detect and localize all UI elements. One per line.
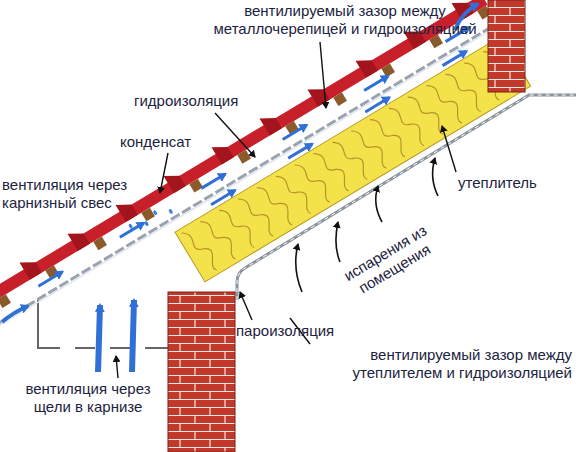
callout-label: конденсат xyxy=(120,133,230,151)
condensate-drop xyxy=(168,208,173,214)
air-flow xyxy=(365,98,389,112)
callout-label: вентилируемый зазор между металлочерепиц… xyxy=(200,2,490,38)
vapour-arrow xyxy=(336,222,340,262)
tile-step xyxy=(20,255,42,279)
air-flow xyxy=(120,223,144,237)
callout-label: гидроизоляция xyxy=(134,92,264,110)
condensate-drop xyxy=(144,221,149,227)
leader-line xyxy=(240,292,252,320)
air-flow xyxy=(364,76,388,90)
air-flow xyxy=(201,174,225,188)
condensate-drop xyxy=(152,210,157,216)
air-flow xyxy=(442,51,466,65)
leader-line xyxy=(320,42,326,108)
vent-arrow xyxy=(98,305,100,372)
roof-section xyxy=(0,0,535,387)
brick-wall-ridge xyxy=(488,0,525,92)
vapour-arrow xyxy=(433,158,438,196)
soffit xyxy=(38,300,172,348)
tile-step xyxy=(212,140,234,164)
tile-step xyxy=(68,227,90,251)
vent-arrow xyxy=(2,306,28,322)
tile-step xyxy=(116,198,138,222)
vapour-arrow xyxy=(296,244,302,292)
leader-line xyxy=(160,153,168,193)
air-flow xyxy=(38,272,62,286)
callout-label: вентилируемый зазор между утеплителем и … xyxy=(300,346,572,382)
air-flow xyxy=(283,125,307,139)
leader-line xyxy=(442,126,456,172)
tile-step xyxy=(308,82,330,106)
callout-label: пароизоляция xyxy=(236,322,366,340)
callout-label: испарения из помещения xyxy=(329,215,450,308)
callout-label: утеплитель xyxy=(458,174,568,192)
tile-step xyxy=(260,111,282,135)
air-flow xyxy=(211,190,235,204)
tile-step xyxy=(164,169,186,193)
leader-line xyxy=(215,113,255,157)
tile-step xyxy=(356,53,378,77)
vapour-arrow xyxy=(376,186,382,222)
callout-label: вентиляция через карнизный свес xyxy=(2,176,132,212)
callout-label: вентиляция через щели в карнизе xyxy=(8,380,168,416)
metal-tile xyxy=(0,0,488,309)
leader-line xyxy=(116,356,118,378)
air-flow xyxy=(288,144,312,158)
vent-arrow xyxy=(132,300,134,372)
brick-wall xyxy=(168,292,235,452)
